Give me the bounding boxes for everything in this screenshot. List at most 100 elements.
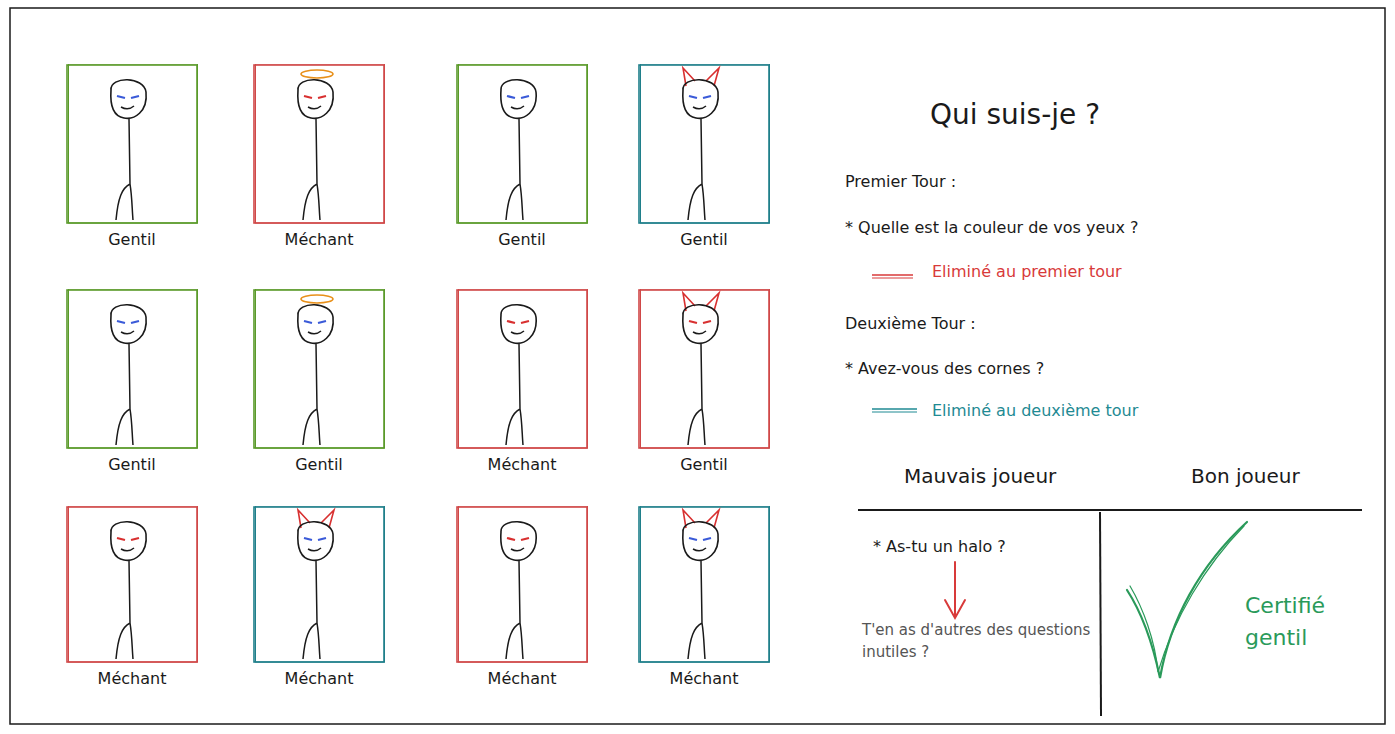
eyes xyxy=(689,321,711,323)
head xyxy=(111,305,146,344)
character-label: Gentil xyxy=(436,230,608,249)
eyes xyxy=(117,96,139,98)
check-mark xyxy=(1130,526,1244,672)
note-text: Mauvais joueur xyxy=(904,464,1056,488)
body xyxy=(303,344,320,445)
character-label: Gentil xyxy=(233,455,405,474)
card-border xyxy=(641,289,770,448)
mouth xyxy=(121,331,134,334)
character-card: Méchant xyxy=(66,506,198,697)
card-border xyxy=(457,507,587,662)
character-card: Gentil xyxy=(66,64,198,258)
stick-figure xyxy=(638,289,770,449)
mouth xyxy=(511,548,524,551)
character-card: Méchant xyxy=(456,289,588,483)
card-border xyxy=(641,64,770,223)
body xyxy=(506,561,523,659)
down-arrow xyxy=(945,562,965,618)
eyes xyxy=(304,538,326,540)
stick-figure xyxy=(253,64,385,224)
card-border xyxy=(254,65,384,223)
horn xyxy=(683,293,695,311)
mouth xyxy=(308,548,321,551)
character-label: Gentil xyxy=(46,455,218,474)
head xyxy=(501,522,536,561)
check-mark xyxy=(1127,522,1247,678)
head xyxy=(501,80,536,119)
horn xyxy=(298,510,310,528)
stick-figure xyxy=(66,289,198,449)
card-border xyxy=(256,64,385,223)
stick-figure xyxy=(66,64,198,224)
character-label: Méchant xyxy=(436,455,608,474)
character-label: Méchant xyxy=(233,669,405,688)
body xyxy=(116,344,133,445)
card-border xyxy=(457,65,587,223)
mouth xyxy=(511,106,524,109)
note-text: Bon joueur xyxy=(1191,464,1300,488)
table-rule xyxy=(858,509,1362,511)
character-card: Gentil xyxy=(456,64,588,258)
card-border xyxy=(459,506,588,662)
mouth xyxy=(693,106,706,109)
eyes xyxy=(689,538,711,540)
title: Qui suis-je ? xyxy=(930,98,1100,131)
head xyxy=(111,80,146,119)
card-border xyxy=(256,289,385,448)
head xyxy=(111,522,146,561)
stick-figure xyxy=(66,506,198,663)
card-border xyxy=(459,289,588,448)
note-text: Deuxième Tour : xyxy=(845,314,976,333)
note-text: T'en as d'autres des questions inutiles … xyxy=(862,620,1094,664)
card-border xyxy=(639,507,769,662)
mouth xyxy=(308,106,321,109)
body xyxy=(116,119,133,220)
mouth xyxy=(121,548,134,551)
card-border xyxy=(639,65,769,223)
mouth xyxy=(693,331,706,334)
head xyxy=(298,305,333,344)
legend-line xyxy=(872,278,913,279)
stick-figure xyxy=(253,289,385,449)
note-text: Certifié gentil xyxy=(1245,590,1365,654)
body xyxy=(506,344,523,445)
card-border xyxy=(254,290,384,448)
card-border xyxy=(256,506,385,662)
card-border xyxy=(459,64,588,223)
head xyxy=(501,305,536,344)
character-card: Gentil xyxy=(638,289,770,483)
outer-frame xyxy=(10,8,1385,724)
horn xyxy=(683,510,695,528)
halo xyxy=(301,295,333,303)
card-border xyxy=(67,507,197,662)
stick-figure xyxy=(638,506,770,663)
head xyxy=(683,80,718,119)
note-text: Premier Tour : xyxy=(845,172,956,191)
character-card: Méchant xyxy=(253,506,385,697)
stick-figure xyxy=(456,64,588,224)
eyes xyxy=(304,96,326,98)
head xyxy=(298,522,333,561)
mouth xyxy=(121,106,134,109)
card-border xyxy=(69,64,198,223)
character-label: Méchant xyxy=(46,669,218,688)
card-border xyxy=(457,290,587,448)
character-label: Méchant xyxy=(436,669,608,688)
body xyxy=(303,119,320,220)
mouth xyxy=(308,331,321,334)
mouth xyxy=(511,331,524,334)
card-border xyxy=(254,507,384,662)
card-border xyxy=(69,289,198,448)
body xyxy=(303,561,320,659)
card-border xyxy=(639,290,769,448)
character-card: Méchant xyxy=(253,64,385,258)
stick-figure xyxy=(638,64,770,224)
head xyxy=(298,80,333,119)
legend-text: Eliminé au premier tour xyxy=(932,262,1122,281)
character-label: Méchant xyxy=(618,669,790,688)
body xyxy=(688,561,705,659)
character-card: Gentil xyxy=(66,289,198,483)
character-card: Méchant xyxy=(638,506,770,697)
character-label: Gentil xyxy=(618,230,790,249)
